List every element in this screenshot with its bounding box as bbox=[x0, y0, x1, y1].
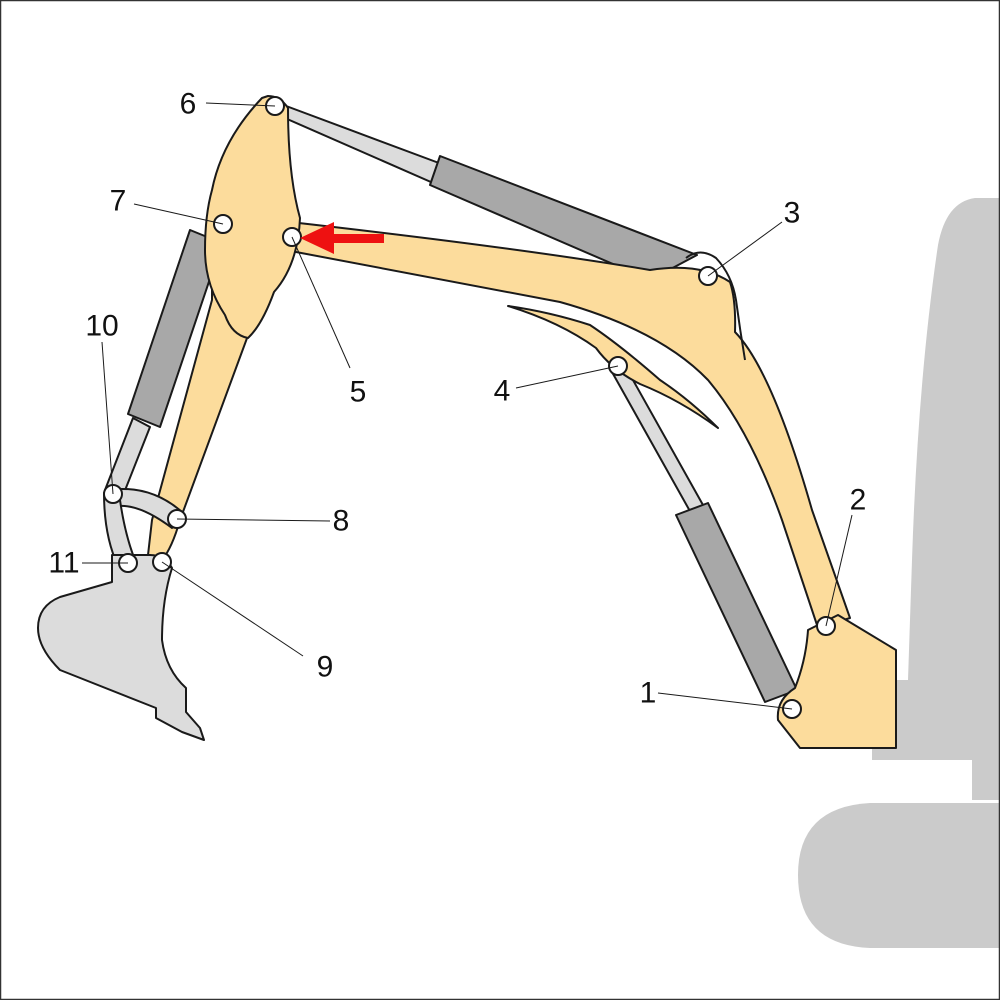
callout-label-3: 3 bbox=[784, 197, 801, 230]
boom-cylinder-barrel bbox=[675, 502, 798, 703]
callout-label-6: 6 bbox=[180, 88, 197, 121]
boom-lower-lug bbox=[507, 305, 719, 429]
leader-line-7 bbox=[133, 203, 224, 225]
callout-label-5: 5 bbox=[350, 376, 367, 409]
cab-silhouette bbox=[872, 198, 1000, 800]
boom-upper-lug bbox=[685, 251, 746, 361]
leader-line-4 bbox=[515, 365, 619, 389]
machine-body bbox=[798, 198, 1000, 948]
callout-label-11: 11 bbox=[48, 547, 79, 580]
callouts: 1 2 3 4 5 6 7 8 9 10 11 bbox=[48, 88, 866, 710]
callout-label-8: 8 bbox=[333, 505, 350, 538]
callout-label-2: 2 bbox=[850, 484, 867, 517]
leader-line-9 bbox=[161, 561, 304, 657]
bucket bbox=[37, 554, 205, 741]
leader-line-5 bbox=[291, 236, 351, 369]
callout-label-7: 7 bbox=[110, 185, 127, 218]
leader-line-10 bbox=[101, 341, 114, 495]
leader-line-1 bbox=[657, 692, 793, 710]
boom-base-bracket bbox=[776, 614, 897, 749]
callout-label-10: 10 bbox=[85, 310, 118, 343]
callout-label-4: 4 bbox=[494, 375, 511, 408]
red-arrow-indicator bbox=[300, 222, 384, 254]
callout-label-9: 9 bbox=[317, 651, 334, 684]
callout-label-1: 1 bbox=[640, 677, 657, 710]
stick-head bbox=[204, 95, 301, 339]
arm-cylinder-rod bbox=[269, 99, 448, 187]
leader-line-8 bbox=[176, 518, 331, 522]
red-arrow-head bbox=[300, 222, 334, 254]
leader-line-3 bbox=[707, 221, 783, 277]
track-silhouette bbox=[798, 803, 1000, 948]
leader-line-6 bbox=[205, 102, 276, 107]
boom bbox=[273, 221, 851, 629]
red-arrow-shaft bbox=[312, 234, 384, 243]
leader-line-2 bbox=[825, 514, 853, 627]
